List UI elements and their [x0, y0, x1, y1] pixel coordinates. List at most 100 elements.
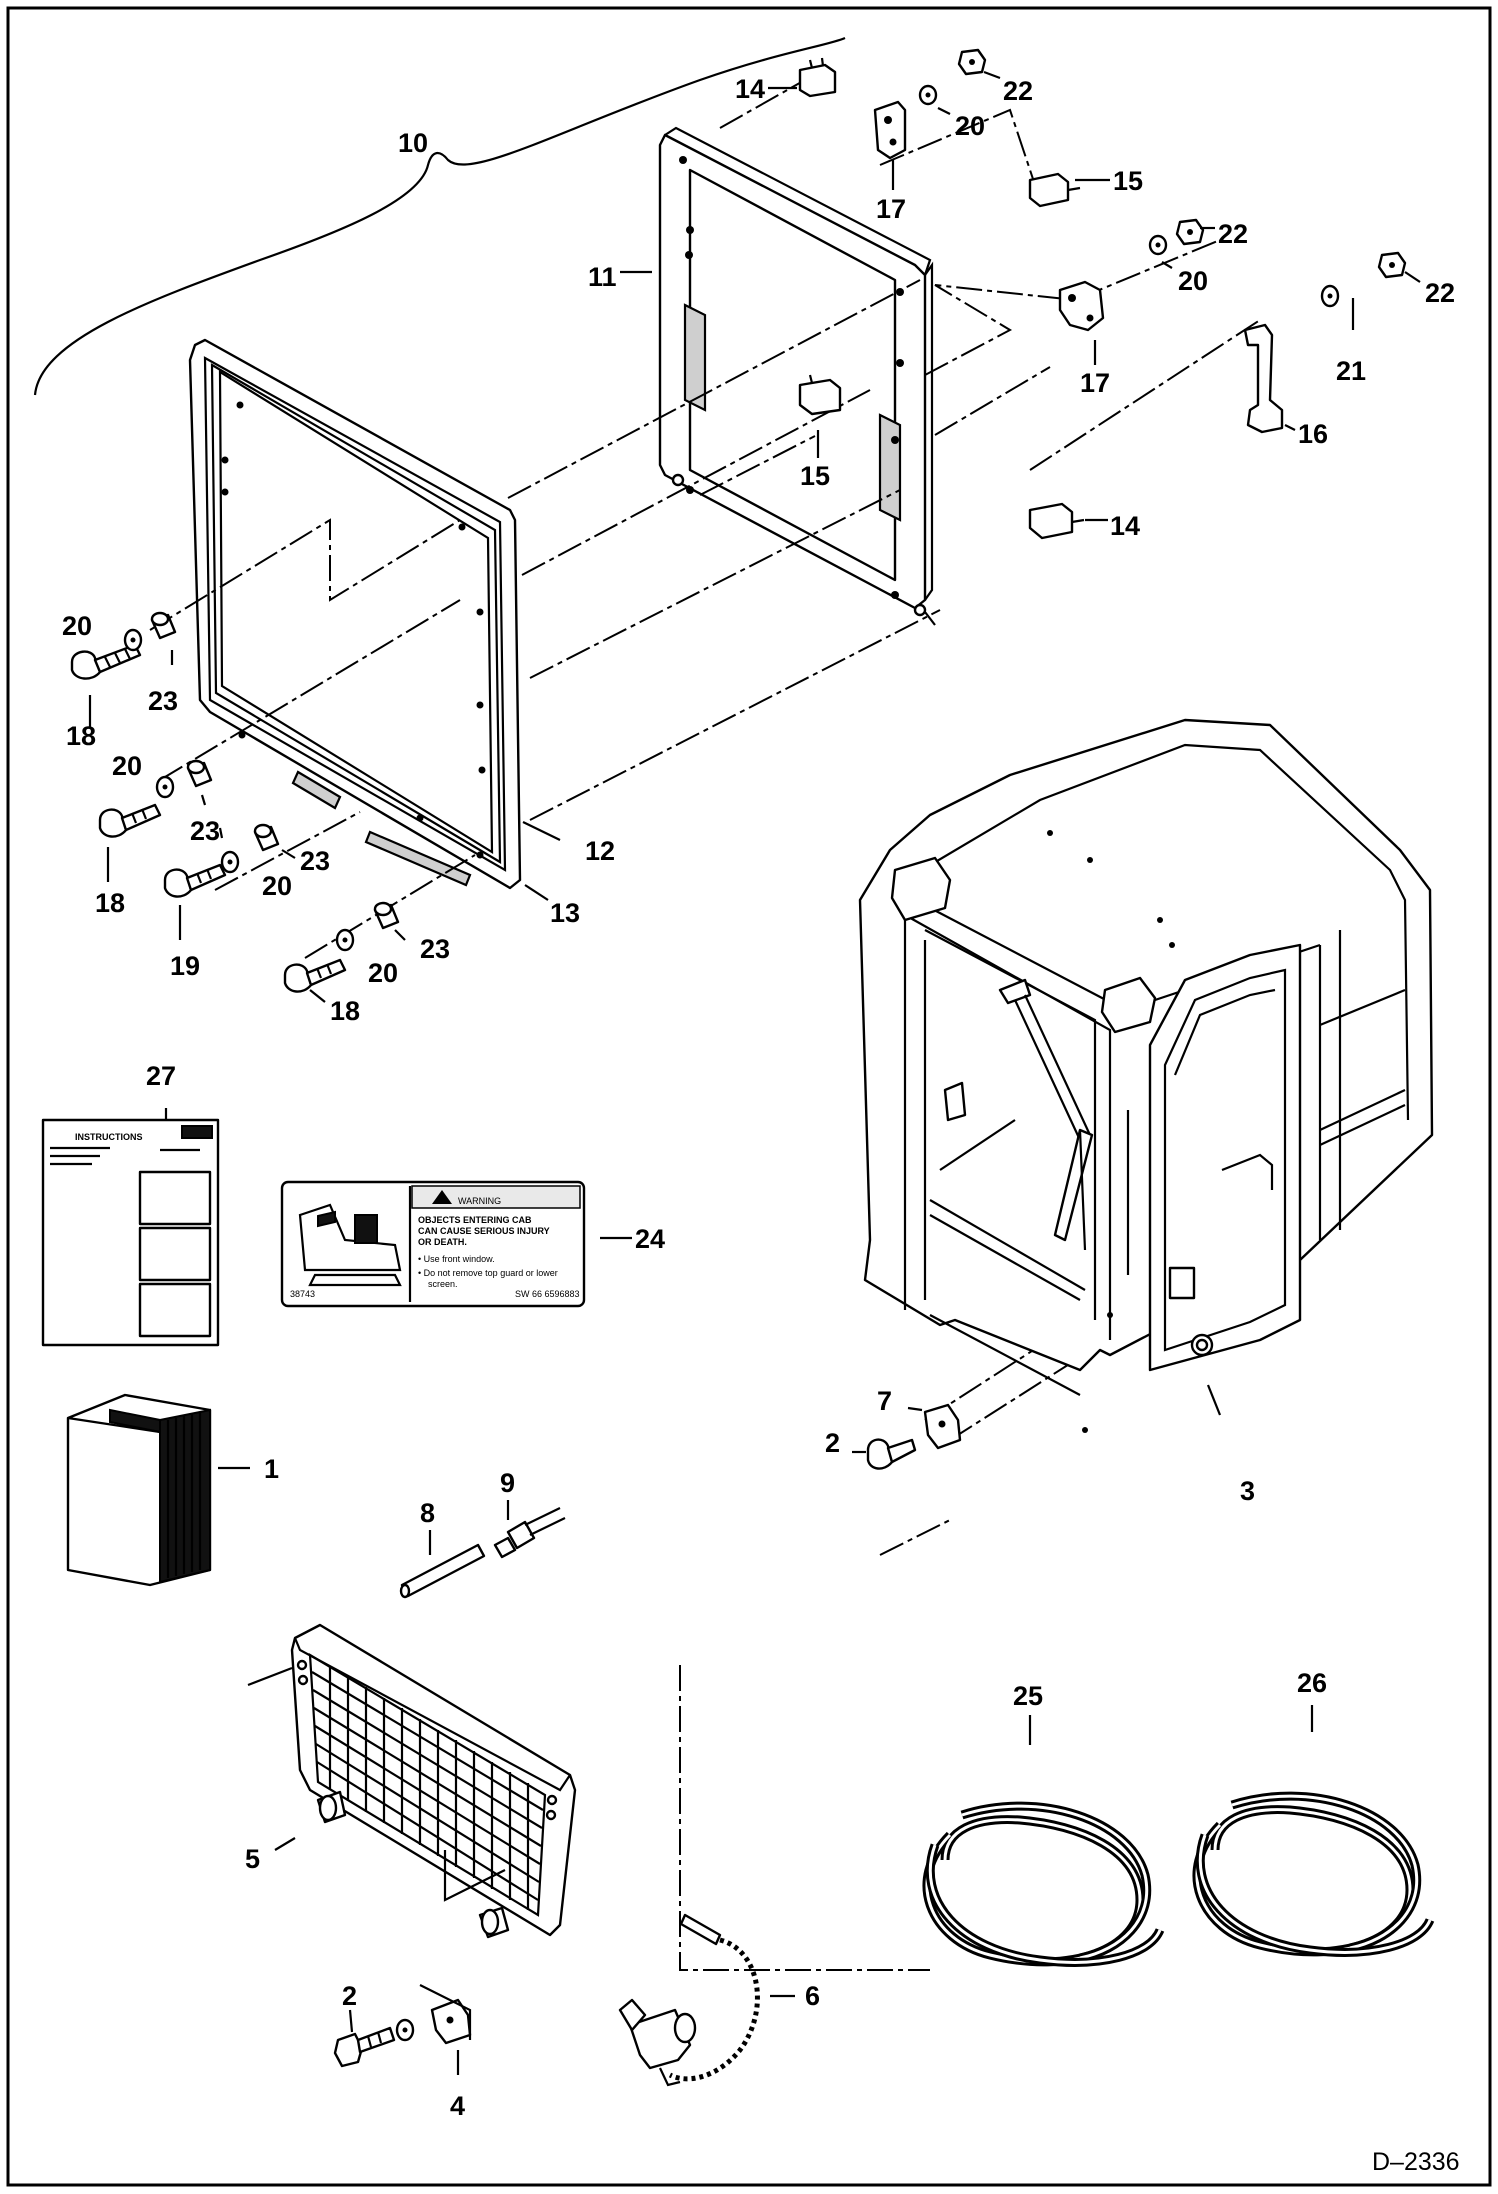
nut-22-mid	[1175, 218, 1205, 246]
clip-15-mid	[798, 374, 842, 416]
warning-bullet2: • Do not remove top guard or lower	[418, 1268, 558, 1278]
instruction-heading: INSTRUCTIONS	[75, 1132, 143, 1142]
warning-line1: OBJECTS ENTERING CAB	[418, 1215, 532, 1225]
callout-20-mid: 20	[1178, 266, 1208, 296]
spacer-23-b	[186, 759, 213, 788]
callout-14-bottom: 14	[1110, 511, 1140, 541]
callout-17-mid: 17	[1080, 368, 1110, 398]
warning-bullet2b: screen.	[428, 1279, 458, 1289]
callout-10: 10	[398, 128, 428, 158]
clip-4	[419, 1850, 506, 2045]
bolt-2-cab	[866, 1438, 917, 1470]
callout-26: 26	[1297, 1668, 1327, 1698]
callout-3: 3	[1240, 1476, 1255, 1506]
spacer-23-a	[150, 611, 177, 640]
callout-18-c: 18	[330, 996, 360, 1026]
callout-2-bottom: 2	[342, 1981, 357, 2011]
drawing-number: D–2336	[1372, 2148, 1460, 2176]
cab-3	[858, 718, 1434, 1433]
callout-22-top: 22	[1003, 76, 1033, 106]
nut-22-top	[957, 48, 987, 76]
screen-guard-5	[247, 1623, 577, 1939]
washer-20-b	[155, 775, 175, 799]
callout-16: 16	[1298, 419, 1328, 449]
callout-20-c: 20	[262, 871, 292, 901]
callout-14-top: 14	[735, 74, 765, 104]
handle-16	[1243, 323, 1284, 434]
washer-bolt-2	[395, 2018, 415, 2042]
screw-19	[163, 863, 227, 898]
callout-4: 4	[450, 2091, 465, 2121]
assembly-lines	[149, 79, 1261, 1971]
warning-left-code: 38743	[290, 1289, 315, 1299]
warning-line2: CAN CAUSE SERIOUS INJURY	[418, 1226, 550, 1236]
callout-24: 24	[635, 1224, 665, 1254]
callout-9: 9	[500, 1468, 515, 1498]
washer-20-d	[335, 928, 355, 952]
screw-18-b	[98, 803, 162, 838]
warning-bullet1: • Use front window.	[418, 1254, 495, 1264]
bracket-17-mid	[1058, 280, 1105, 332]
warning-decal-24: WARNING OBJECTS ENTERING CAB CAN CAUSE S…	[280, 1180, 586, 1308]
bolt-2-bottom	[333, 2026, 396, 2068]
callout-20-top: 20	[955, 111, 985, 141]
gasket-coil-26	[1192, 1791, 1435, 1957]
bracket-17-top	[873, 100, 907, 160]
nut-22-right	[1377, 251, 1407, 279]
callout-23-c: 23	[300, 846, 330, 876]
callout-6: 6	[805, 1981, 820, 2011]
fitting-9	[493, 1507, 566, 1559]
clip-15-top	[1028, 172, 1081, 208]
manual-1	[66, 1393, 212, 1587]
washer-20-mid	[1148, 234, 1168, 256]
callout-18-a: 18	[66, 721, 96, 751]
callout-23-a: 23	[148, 686, 178, 716]
washer-20-c	[220, 850, 240, 874]
warning-heading: WARNING	[458, 1196, 501, 1206]
callout-7: 7	[877, 1386, 892, 1416]
pin-8	[399, 1543, 486, 1599]
callout-2-cab: 2	[825, 1428, 840, 1458]
gasket-coil-25	[922, 1801, 1165, 1967]
window-12	[188, 338, 522, 890]
callout-5: 5	[245, 1844, 260, 1874]
callout-25: 25	[1013, 1681, 1043, 1711]
callout-1: 1	[264, 1454, 279, 1484]
callout-23-b: 23	[190, 816, 220, 846]
clip-7	[923, 1403, 962, 1450]
callout-17-top: 17	[876, 194, 906, 224]
callout-15-top: 15	[1113, 166, 1143, 196]
warning-line3: OR DEATH.	[418, 1237, 467, 1247]
spacer-23-d	[373, 901, 400, 930]
callout-12: 12	[585, 836, 615, 866]
callout-19: 19	[170, 951, 200, 981]
spacer-23-c	[253, 823, 280, 852]
callout-21: 21	[1336, 356, 1366, 386]
brace-10	[33, 36, 846, 396]
leader-lines	[88, 70, 1421, 2075]
washer-20-top	[918, 84, 938, 106]
screen-mesh	[311, 1666, 544, 1910]
washer-20-a	[123, 628, 143, 652]
callout-22-mid: 22	[1218, 219, 1248, 249]
clip-14-top	[798, 57, 837, 98]
callout-11: 11	[588, 262, 617, 292]
instruction-sheet-27: INSTRUCTIONS	[41, 1118, 220, 1347]
callout-18-b: 18	[95, 888, 125, 918]
callouts: 14 22 20 10 17 15 22 11 20 22 17 21 16 1…	[62, 74, 1460, 2176]
callout-8: 8	[420, 1498, 435, 1528]
frame-11	[658, 126, 936, 626]
clip-14-bottom	[1028, 502, 1085, 540]
callout-22-right: 22	[1425, 278, 1455, 308]
drawing-border	[6, 6, 1492, 2187]
screw-18-a	[70, 643, 142, 680]
callout-27: 27	[146, 1061, 176, 1091]
callout-15-mid: 15	[800, 461, 830, 491]
callout-20-d: 20	[368, 958, 398, 988]
callout-20-b: 20	[112, 751, 142, 781]
callout-13: 13	[550, 898, 580, 928]
callout-23-d: 23	[420, 934, 450, 964]
lanyard-pin-6	[618, 1913, 760, 2087]
warning-right-code: SW 66 6596883	[515, 1289, 580, 1299]
